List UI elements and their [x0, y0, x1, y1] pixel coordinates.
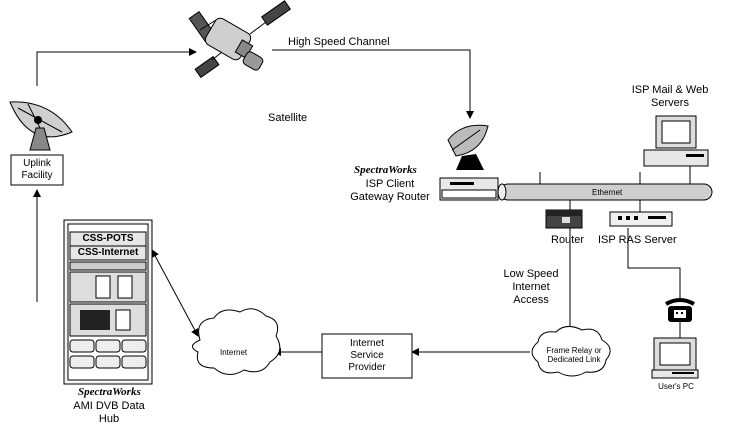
receiver-dish-icon [439, 124, 499, 201]
users-pc-label: User's PC [658, 382, 694, 391]
rack-icon [63, 219, 153, 385]
server-monitor-icon [643, 115, 709, 167]
css-internet-label: CSS-Internet [77, 247, 139, 258]
uplink-to-satellite-arrow [36, 48, 197, 86]
telephone-icon [665, 298, 695, 322]
satellite-icon [188, 0, 292, 79]
high-speed-channel-arrow [272, 49, 474, 119]
css-pots-label: CSS-POTS [82, 233, 134, 244]
router-icon [545, 209, 583, 229]
isp-label: Internet Service Provider [348, 338, 386, 373]
isp-ras-server-label: ISP RAS Server [598, 234, 677, 246]
spectraworks-logo-hub: SpectraWorks [78, 386, 141, 398]
isp-box [321, 333, 413, 379]
cloud-icon [192, 308, 281, 375]
ras-to-phone-line [627, 228, 681, 300]
frame-relay-cloud-icon [531, 326, 611, 377]
low-speed-internet-access-label: Low Speed Internet Access [503, 268, 559, 306]
isp-mail-web-servers-label: ISP Mail & Web Servers [631, 84, 709, 109]
user-pc-icon [651, 337, 699, 379]
uplink-facility-box [10, 154, 64, 186]
router-label: Router [551, 234, 585, 246]
uplink-dish-icon [9, 101, 73, 151]
high-speed-channel-label: High Speed Channel [288, 36, 390, 48]
ras-server-icon [609, 211, 673, 227]
spectraworks-logo-gateway: SpectraWorks [354, 164, 417, 176]
hub-internet-link [151, 249, 199, 337]
frame-relay-label: Frame Relay or Dedicated Link [546, 346, 602, 364]
internet-cloud-label: Internet [220, 348, 248, 357]
ethernet-label: Ethernet [592, 188, 623, 197]
ethernet-backbone [497, 166, 713, 212]
isp-client-gateway-router-label: ISP Client Gateway Router [350, 178, 430, 203]
satellite-label: Satellite [268, 112, 308, 124]
uplink-facility-label: Uplink Facility [21, 158, 53, 181]
ami-dvb-data-hub-label: AMI DVB Data Hub [73, 400, 145, 425]
